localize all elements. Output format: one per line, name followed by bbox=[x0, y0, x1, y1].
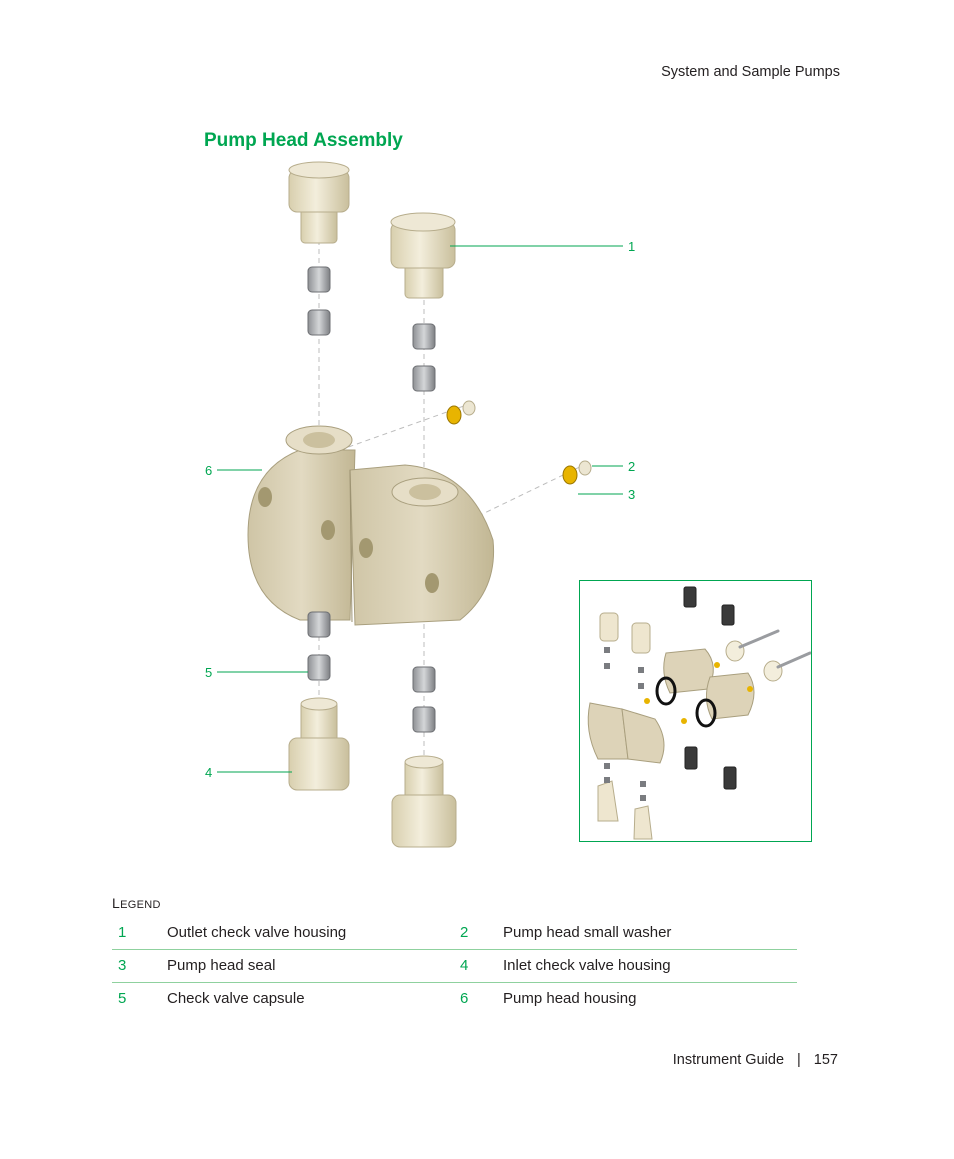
footer-guide-title: Instrument Guide bbox=[672, 1052, 785, 1068]
legend-heading: LEGEND bbox=[112, 895, 161, 911]
legend-table: 1 Outlet check valve housing 2 Pump head… bbox=[112, 917, 797, 1015]
legend-row: 5 Check valve capsule 6 Pump head housin… bbox=[112, 982, 797, 1015]
legend-label: Pump head housing bbox=[503, 982, 797, 1015]
outlet-check-valve-housing-right bbox=[390, 212, 456, 299]
legend-label: Check valve capsule bbox=[167, 982, 460, 1015]
pump-head-housing bbox=[247, 425, 495, 626]
pump-head-exploded-diagram: 1 2 3 6 5 4 bbox=[205, 161, 635, 848]
legend-number: 2 bbox=[460, 924, 469, 941]
page-number: 157 bbox=[813, 1052, 838, 1068]
running-header: System and Sample Pumps bbox=[661, 64, 840, 80]
outlet-check-valve-housing-left bbox=[288, 161, 350, 244]
legend-row: 3 Pump head seal 4 Inlet check valve hou… bbox=[112, 949, 797, 983]
legend-number: 3 bbox=[112, 949, 167, 983]
legend-number: 6 bbox=[460, 982, 503, 1015]
callout-2: 2 bbox=[628, 459, 635, 474]
footer-separator: | bbox=[797, 1052, 801, 1068]
inlet-check-valve-housing-left bbox=[288, 697, 350, 791]
check-valve-capsules-upper bbox=[307, 266, 436, 392]
callout-1: 1 bbox=[628, 239, 635, 254]
callout-4: 4 bbox=[205, 765, 212, 780]
inset-exploded-view bbox=[579, 580, 812, 842]
callout-leaders bbox=[217, 245, 623, 773]
section-title: Pump Head Assembly bbox=[204, 130, 403, 151]
callout-6: 6 bbox=[205, 463, 212, 478]
inset-diagram bbox=[587, 586, 812, 840]
seal-and-washer-callout bbox=[562, 460, 592, 485]
legend-label: Pump head small washer bbox=[503, 924, 672, 941]
legend-number: 1 bbox=[118, 924, 127, 941]
page-footer: Instrument Guide | 157 bbox=[673, 1052, 838, 1068]
callout-3: 3 bbox=[628, 487, 635, 502]
callout-5: 5 bbox=[205, 665, 212, 680]
legend-row: 1 Outlet check valve housing 2 Pump head… bbox=[112, 917, 797, 950]
legend-number: 4 bbox=[460, 949, 503, 983]
legend-label: Outlet check valve housing bbox=[167, 924, 347, 941]
legend-label: Pump head seal bbox=[167, 949, 460, 983]
seal-and-washer-upper bbox=[446, 400, 476, 425]
legend-label: Inlet check valve housing bbox=[503, 949, 797, 983]
legend-number: 5 bbox=[112, 982, 167, 1015]
check-valve-capsules-lower bbox=[307, 611, 436, 733]
legend-heading-rest: EGEND bbox=[120, 899, 161, 911]
legend-heading-initial: L bbox=[112, 895, 121, 911]
inlet-check-valve-housing-right bbox=[391, 755, 457, 848]
